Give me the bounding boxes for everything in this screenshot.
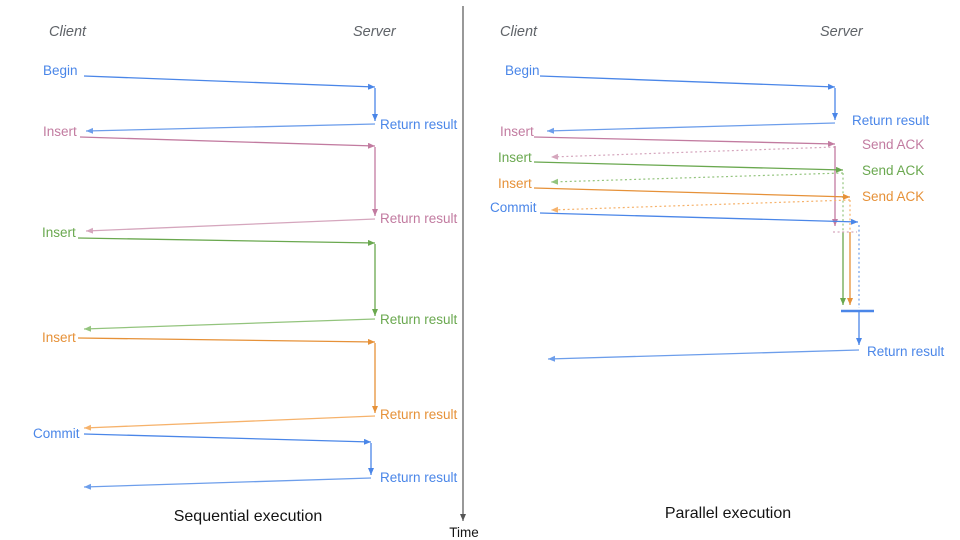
left-op-begin-label: Begin [43, 63, 78, 78]
right-server-header: Server [820, 24, 864, 40]
left-server-header: Server [353, 24, 397, 40]
right-insert1-request-arrow [533, 136, 836, 147]
left-insert3-request-arrow [77, 337, 376, 345]
right-op-begin-label: Begin [505, 63, 540, 78]
right-insert3-ack-arrow [550, 199, 851, 213]
right-op-insert2-label: Insert [498, 150, 532, 165]
left-commit-request-arrow [83, 433, 372, 445]
right-begin-return-arrow [546, 122, 836, 134]
right-op-insert1-label: Insert [500, 124, 534, 139]
left-op-insert1-label: Insert [43, 124, 77, 139]
right-panel-title: Parallel execution [665, 505, 791, 522]
right-commit-return-label: Return result [867, 344, 945, 359]
left-insert1-return-label: Return result [380, 211, 458, 226]
left-insert3-return-arrow [83, 415, 376, 431]
left-op-insert2-label: Insert [42, 225, 76, 240]
time-axis-label: Time [449, 525, 479, 540]
right-client-header: Client [500, 24, 538, 40]
left-insert1-return-arrow [85, 218, 376, 234]
right-insert2-ack-label: Send ACK [862, 163, 924, 178]
right-insert2-ack-arrow [550, 172, 844, 185]
right-op-commit-label: Commit [490, 200, 537, 215]
right-op-insert3-label: Insert [498, 176, 532, 191]
right-begin-request-arrow [539, 75, 836, 90]
right-commit-request-arrow [539, 212, 859, 225]
left-insert2-return-arrow [83, 318, 376, 332]
left-insert3-return-label: Return result [380, 407, 458, 422]
left-op-commit-label: Commit [33, 426, 80, 441]
right-begin-return-label: Return result [852, 113, 930, 128]
left-op-insert3-label: Insert [42, 330, 76, 345]
left-insert2-request-arrow [77, 237, 376, 246]
left-insert1-request-arrow [79, 136, 376, 149]
left-insert2-return-label: Return result [380, 312, 458, 327]
left-panel-title: Sequential execution [174, 508, 323, 525]
right-insert1-ack-label: Send ACK [862, 137, 924, 152]
right-commit-return-arrow [547, 349, 860, 362]
right-insert3-ack-label: Send ACK [862, 189, 924, 204]
left-begin-return-label: Return result [380, 117, 458, 132]
left-commit-return-arrow [83, 477, 372, 490]
left-begin-request-arrow [83, 75, 376, 90]
right-insert1-ack-arrow [550, 146, 836, 160]
right-insert3-request-arrow [533, 187, 851, 200]
left-commit-return-label: Return result [380, 470, 458, 485]
left-begin-return-arrow [85, 123, 376, 134]
left-client-header: Client [49, 24, 87, 40]
right-insert2-request-arrow [533, 161, 844, 173]
